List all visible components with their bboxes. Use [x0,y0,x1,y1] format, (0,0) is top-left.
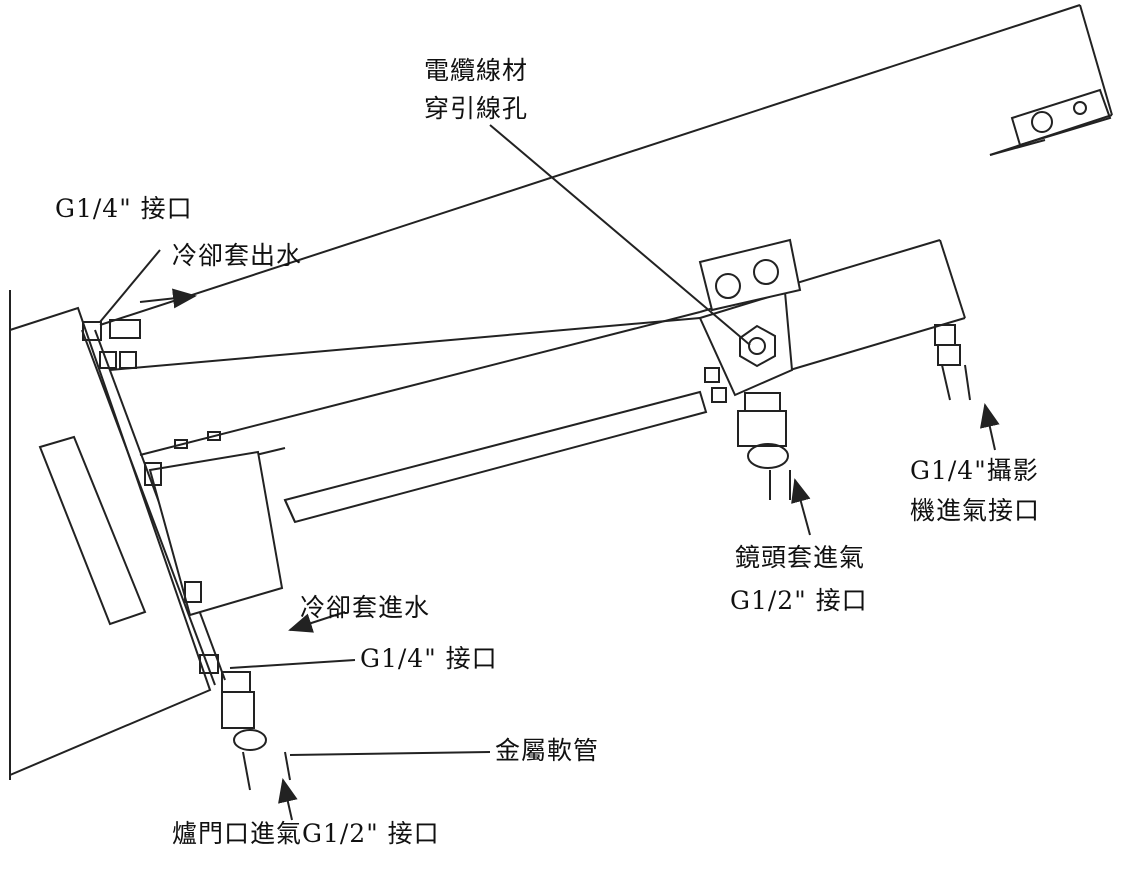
metal-hose-label: 金屬軟管 [495,736,600,765]
camera-air-label-line1: G1/4"攝影 [910,456,1039,485]
lens-air-label-line2: G1/2" 接口 [730,586,868,615]
water-box [148,450,284,617]
camera-air-label-line2: 機進氣接口 [910,496,1041,525]
mount-plate [81,329,216,686]
inlet-port-label: G1/4" 接口 [360,644,498,673]
leader-lines [99,124,1000,821]
fittings [82,319,971,791]
flange-slot [38,435,147,626]
jacket-water-out-label: 冷卻套出水 [172,241,303,270]
cable-hole-label-line2: 穿引線孔 [424,94,529,123]
jacket-water-in-label: 冷卻套進水 [300,593,431,622]
outer-jacket-beam [99,4,1113,371]
inner-rod [283,390,708,524]
flange-plate [9,306,212,777]
lens-air-label-line1: 鏡頭套進氣 [735,543,866,572]
cable-hole-label-line1: 電纜線材 [424,56,529,85]
furnace-air-label: 爐門口進氣G1/2" 接口 [172,819,440,848]
outlet-port-label: G1/4" 接口 [55,194,193,223]
lens-block [698,238,802,397]
